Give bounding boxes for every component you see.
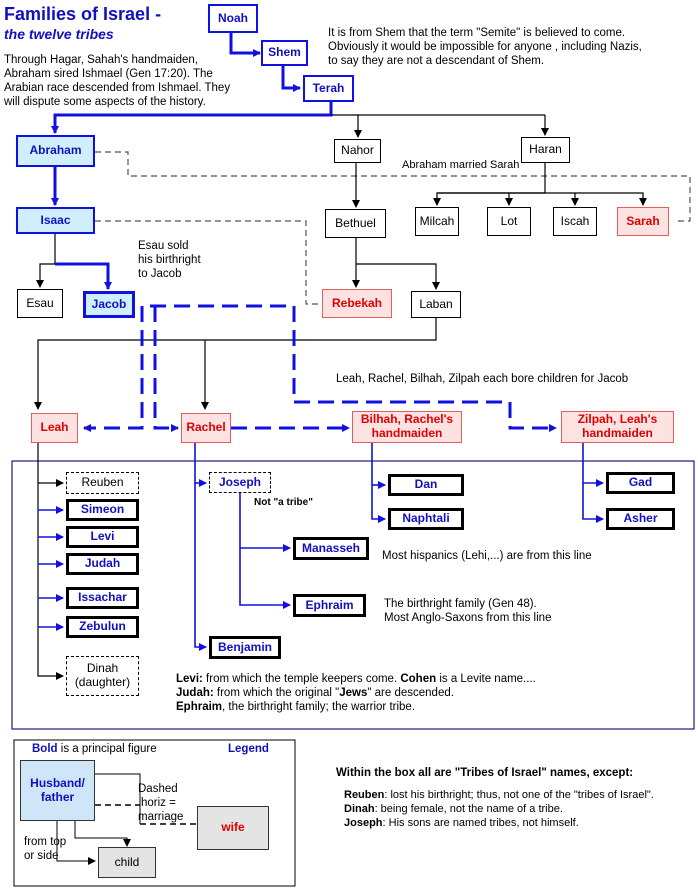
person-abraham: Abraham	[16, 135, 95, 167]
person-shem: Shem	[261, 40, 308, 66]
note-hagar-3: Arabian race descended from Ishmael. The…	[4, 82, 231, 94]
tribe-note-judah-text: from which the original "	[213, 687, 340, 699]
person-esau: Esau	[17, 289, 63, 318]
legend-bold-note: Bold is a principal figure	[32, 743, 157, 757]
dinah-line-1: Dinah	[86, 661, 119, 676]
tribe-ephraim: Ephraim	[293, 594, 366, 617]
person-haran: Haran	[521, 137, 570, 163]
within-joseph: Joseph: His sons are named tribes, not h…	[344, 817, 579, 830]
note-semite-3: to say they are not a descendant of Shem…	[328, 55, 545, 67]
within-reuben: Reuben: lost his birthright; thus, not o…	[344, 789, 654, 802]
person-iscah: Iscah	[553, 207, 597, 236]
note-esau-3: to Jacob	[138, 268, 182, 280]
person-bethuel: Bethuel	[325, 209, 386, 238]
legend-husband: Husband/ father	[20, 760, 95, 821]
legend-husband-2: father	[40, 789, 75, 804]
tribe-note-levi-bold2: Cohen	[400, 673, 437, 685]
tribe-note-levi-bold: Levi:	[176, 673, 203, 685]
bilhah-line-2: handmaiden	[371, 426, 443, 440]
zilpah-line-1: Zilpah, Leah's	[577, 412, 658, 427]
tribe-reuben: Reuben	[66, 472, 139, 494]
bilhah-line-1: Bilhah, Rachel's	[360, 412, 454, 427]
tribe-naphtali: Naphtali	[388, 508, 464, 530]
tribe-gad: Gad	[606, 472, 675, 494]
tribe-note-judah-bold2: Jews	[339, 687, 368, 699]
tribe-note-ephraim: Ephraim, the birthright family; the warr…	[176, 701, 415, 715]
tribe-joseph: Joseph	[209, 472, 271, 493]
person-zilpah: Zilpah, Leah's handmaiden	[561, 411, 674, 443]
legend-wife: wife	[197, 806, 269, 850]
within-joseph-bold: Joseph	[344, 817, 383, 829]
tribe-note-ephraim-bold: Ephraim	[176, 701, 223, 713]
page-subtitle: the twelve tribes	[4, 26, 114, 42]
page-title: Families of Israel -	[4, 4, 162, 24]
within-joseph-text: : His sons are named tribes, not himself…	[382, 817, 579, 829]
note-manasseh: Most hispanics (Lehi,...) are from this …	[382, 550, 592, 562]
tribe-issachar: Issachar	[66, 587, 139, 609]
note-semite-2: Obviously it would be impossible for any…	[328, 41, 642, 53]
legend-dashed-1: Dashed	[138, 783, 178, 795]
within-dinah: Dinah: being female, not the name of a t…	[344, 803, 563, 816]
tribe-zebulun: Zebulun	[66, 616, 139, 638]
tribe-asher: Asher	[606, 508, 675, 530]
within-reuben-text: : lost his birthright; thus, not one of …	[384, 789, 654, 801]
tribe-note-levi-text2: is a Levite name....	[436, 673, 536, 685]
tribe-dan: Dan	[388, 474, 464, 496]
note-ephraim-1: The birthright family (Gen 48).	[384, 598, 537, 610]
within-dinah-text: : being female, not the name of a tribe.	[374, 803, 563, 815]
person-rachel: Rachel	[181, 413, 231, 443]
legend-dashed-3: marriage	[138, 811, 184, 823]
legend-bold-rest: is a principal figure	[57, 743, 157, 755]
note-hagar-4: will dispute some aspects of the history…	[4, 96, 206, 108]
tribe-note-judah-text2: " are descended.	[367, 687, 454, 699]
tribe-note-levi: Levi: from which the temple keepers come…	[176, 673, 536, 687]
legend-bold-word: Bold	[32, 743, 58, 755]
zilpah-line-2: handmaiden	[582, 426, 653, 440]
tribe-note-levi-text: from which the temple keepers come.	[202, 673, 401, 685]
tribe-benjamin: Benjamin	[209, 636, 281, 659]
legend-dashed-2: horiz =	[141, 797, 176, 811]
person-rebekah: Rebekah	[322, 289, 392, 318]
within-dinah-bold: Dinah	[344, 803, 375, 815]
person-nahor: Nahor	[334, 139, 381, 163]
note-esau-1: Esau sold	[138, 240, 189, 252]
tribe-simeon: Simeon	[66, 499, 139, 521]
legend-title: Legend	[228, 743, 269, 755]
tribe-levi: Levi	[66, 526, 139, 548]
person-isaac: Isaac	[16, 207, 95, 234]
within-reuben-bold: Reuben	[344, 789, 385, 801]
person-jacob: Jacob	[83, 291, 135, 318]
note-semite-1: It is from Shem that the term "Semite" i…	[328, 27, 626, 39]
note-not-tribe: Not "a tribe"	[254, 497, 313, 508]
note-esau-2: his birthright	[138, 254, 201, 266]
person-lot: Lot	[487, 207, 531, 236]
tribe-dinah: Dinah (daughter)	[66, 656, 139, 696]
person-sarah: Sarah	[617, 207, 669, 236]
legend-from-1: from top	[24, 836, 67, 848]
note-ephraim-2: Most Anglo-Saxons from this line	[384, 612, 552, 624]
tribe-manasseh: Manasseh	[293, 537, 369, 560]
note-married: Abraham married Sarah	[402, 159, 520, 173]
within-heading: Within the box all are "Tribes of Israel…	[336, 767, 634, 779]
tribe-judah: Judah	[66, 553, 139, 575]
person-laban: Laban	[411, 291, 461, 318]
tribe-note-judah: Judah: from which the original "Jews" ar…	[176, 687, 454, 701]
note-bore: Leah, Rachel, Bilhah, Zilpah each bore c…	[336, 373, 629, 385]
note-hagar-1: Through Hagar, Sahah's handmaiden,	[4, 54, 198, 66]
legend-from-2: or side	[24, 850, 59, 862]
tribe-note-ephraim-text: , the birthright family; the warrior tri…	[222, 701, 416, 713]
legend-husband-1: Husband/	[30, 775, 85, 790]
dinah-line-2: (daughter)	[74, 675, 131, 689]
person-milcah: Milcah	[415, 207, 459, 236]
tribe-note-judah-bold: Judah:	[176, 687, 214, 699]
legend-child: child	[98, 847, 156, 878]
person-bilhah: Bilhah, Rachel's handmaiden	[352, 411, 462, 443]
note-hagar-2: Abraham sired Ishmael (Gen 17:20). The	[4, 68, 213, 80]
person-leah: Leah	[31, 413, 78, 443]
person-terah: Terah	[303, 75, 354, 102]
person-noah: Noah	[208, 4, 258, 33]
